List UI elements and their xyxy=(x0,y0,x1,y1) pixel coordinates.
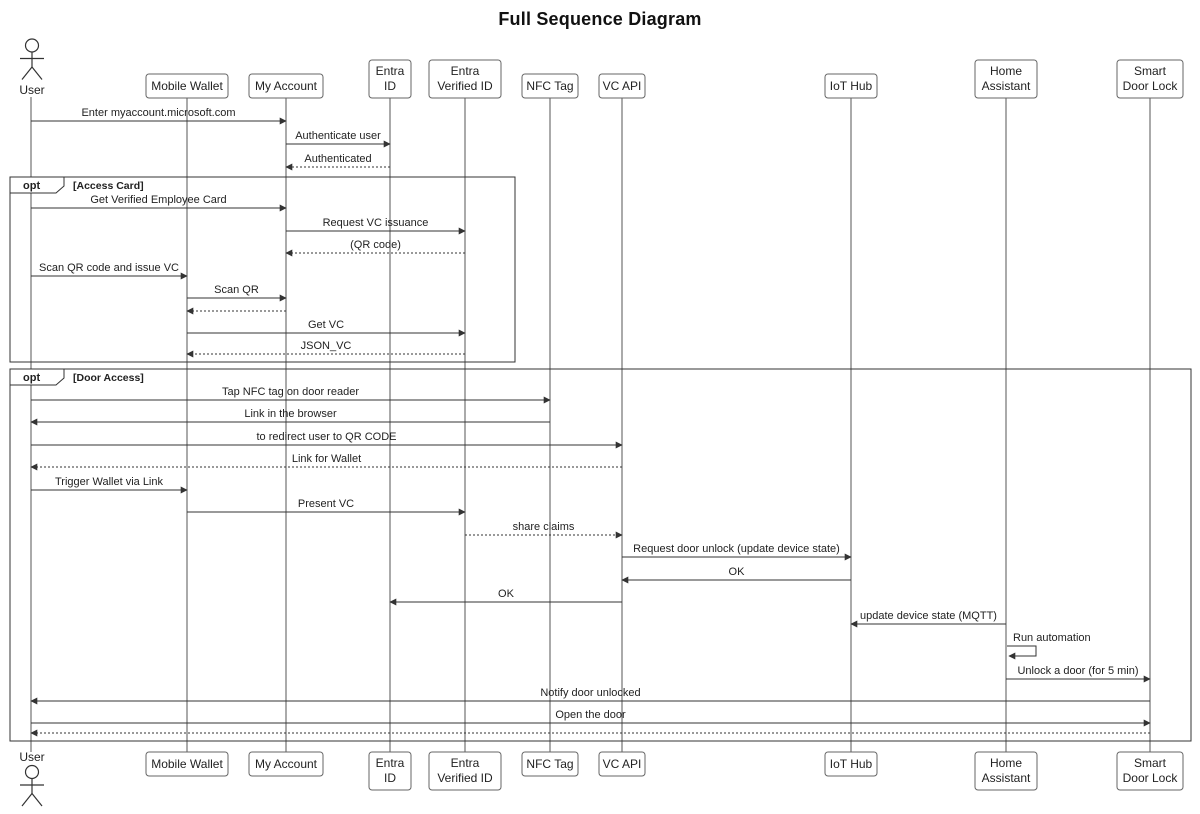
participant-bottom-label-iot-hub: IoT Hub xyxy=(830,757,873,771)
participant-bottom-label1-home-assistant: Home xyxy=(990,756,1022,770)
message-6-label: Scan QR code and issue VC xyxy=(39,262,179,274)
participant-bottom-label-vc-api: VC API xyxy=(603,757,642,771)
participant-top-label2-home-assistant: Assistant xyxy=(982,79,1031,93)
participant-top-label2-smart-door-lock: Door Lock xyxy=(1123,79,1179,93)
participant-top-label2-entra-verified-id: Verified ID xyxy=(437,79,493,93)
participant-bottom-label1-entra-id: Entra xyxy=(376,756,405,770)
actor-leg-left xyxy=(21,66,33,80)
message-10-label: JSON_VC xyxy=(301,340,352,352)
actor-top-label-user: User xyxy=(19,83,44,97)
fragment-operator-tab-1 xyxy=(9,368,65,386)
fragment-box-1 xyxy=(9,368,1192,742)
fragment-operator-label-1: opt xyxy=(23,372,40,384)
participant-bottom-box-iot-hub xyxy=(824,751,878,777)
message-11-label: Tap NFC tag on door reader xyxy=(222,386,359,398)
actor-figure-bottom-user xyxy=(20,764,44,807)
participant-top-label1-home-assistant: Home xyxy=(990,64,1022,78)
participant-bottom-label1-entra-verified-id: Entra xyxy=(451,756,480,770)
message-22-selfloop xyxy=(1007,645,1037,660)
actor-head xyxy=(24,38,40,53)
actor-leg-right xyxy=(31,66,43,80)
actor-figure-top-user xyxy=(20,38,44,80)
diagram-title: Full Sequence Diagram xyxy=(498,9,702,29)
participant-top-label2-entra-id: ID xyxy=(384,79,396,93)
participant-bottom-label2-entra-verified-id: Verified ID xyxy=(437,771,493,785)
message-1-label: Authenticate user xyxy=(295,130,381,142)
participant-top-box-smart-door-lock xyxy=(1116,59,1184,99)
participant-bottom-box-vc-api xyxy=(598,751,646,777)
participant-top-box-vc-api xyxy=(598,73,646,99)
participant-top-box-home-assistant xyxy=(974,59,1038,99)
participant-bottom-box-home-assistant xyxy=(974,751,1038,791)
participant-bottom-box-mobile-wallet xyxy=(145,751,229,777)
fragment-condition-label-1: [Door Access] xyxy=(73,372,144,384)
fragment-box-0 xyxy=(9,176,516,363)
message-21-label: update device state (MQTT) xyxy=(860,610,997,622)
actor-head xyxy=(24,764,40,780)
participant-top-label-my-account: My Account xyxy=(255,79,318,93)
message-12-label: Link in the browser xyxy=(244,408,337,420)
participant-top-label1-smart-door-lock: Smart xyxy=(1134,64,1167,78)
participant-top-label-nfc-tag: NFC Tag xyxy=(526,79,573,93)
message-9-label: Get VC xyxy=(308,319,344,331)
participant-bottom-label2-entra-id: ID xyxy=(384,771,396,785)
message-16-label: Present VC xyxy=(298,498,354,510)
message-14-label: Link for Wallet xyxy=(292,453,361,465)
participant-bottom-box-entra-verified-id xyxy=(428,751,502,791)
actor-leg-left xyxy=(21,793,33,807)
message-20-label: OK xyxy=(498,588,515,600)
participant-top-box-iot-hub xyxy=(824,73,878,99)
participant-top-label-mobile-wallet: Mobile Wallet xyxy=(151,79,223,93)
actor-bottom-label-user: User xyxy=(19,750,44,764)
participant-bottom-label2-smart-door-lock: Door Lock xyxy=(1123,771,1179,785)
participant-top-label-iot-hub: IoT Hub xyxy=(830,79,873,93)
participant-top-label-vc-api: VC API xyxy=(603,79,642,93)
participant-bottom-label2-home-assistant: Assistant xyxy=(982,771,1031,785)
participant-bottom-label1-smart-door-lock: Smart xyxy=(1134,756,1167,770)
participant-top-box-entra-verified-id xyxy=(428,59,502,99)
participant-bottom-box-nfc-tag xyxy=(521,751,579,777)
message-17-label: share claims xyxy=(513,521,575,533)
message-24-label: Notify door unlocked xyxy=(540,687,640,699)
message-2-label: Authenticated xyxy=(304,153,371,165)
message-5-label: (QR code) xyxy=(350,239,401,251)
message-0-label: Enter myaccount.microsoft.com xyxy=(81,107,235,119)
fragment-operator-tab-0 xyxy=(9,176,65,194)
message-3-label: Get Verified Employee Card xyxy=(90,194,226,206)
actor-leg-right xyxy=(31,793,43,807)
message-23-label: Unlock a door (for 5 min) xyxy=(1017,665,1138,677)
fragment-condition-label-0: [Access Card] xyxy=(73,180,144,192)
participant-bottom-box-entra-id xyxy=(368,751,412,791)
message-15-label: Trigger Wallet via Link xyxy=(55,476,163,488)
message-25-label: Open the door xyxy=(555,709,626,721)
participant-bottom-box-my-account xyxy=(248,751,324,777)
participant-bottom-label-mobile-wallet: Mobile Wallet xyxy=(151,757,223,771)
participant-bottom-label-my-account: My Account xyxy=(255,757,318,771)
message-22-label: Run automation xyxy=(1013,632,1091,644)
participant-top-box-my-account xyxy=(248,73,324,99)
participant-top-box-mobile-wallet xyxy=(145,73,229,99)
message-13-label: to redirect user to QR CODE xyxy=(257,431,397,443)
participant-bottom-box-smart-door-lock xyxy=(1116,751,1184,791)
participant-top-label1-entra-id: Entra xyxy=(376,64,405,78)
message-18-label: Request door unlock (update device state… xyxy=(633,543,840,555)
participant-top-box-entra-id xyxy=(368,59,412,99)
message-7-label: Scan QR xyxy=(214,284,259,296)
participant-bottom-label-nfc-tag: NFC Tag xyxy=(526,757,573,771)
message-19-label: OK xyxy=(729,566,746,578)
message-4-label: Request VC issuance xyxy=(323,217,429,229)
participant-top-box-nfc-tag xyxy=(521,73,579,99)
fragment-operator-label-0: opt xyxy=(23,180,40,192)
participant-top-label1-entra-verified-id: Entra xyxy=(451,64,480,78)
